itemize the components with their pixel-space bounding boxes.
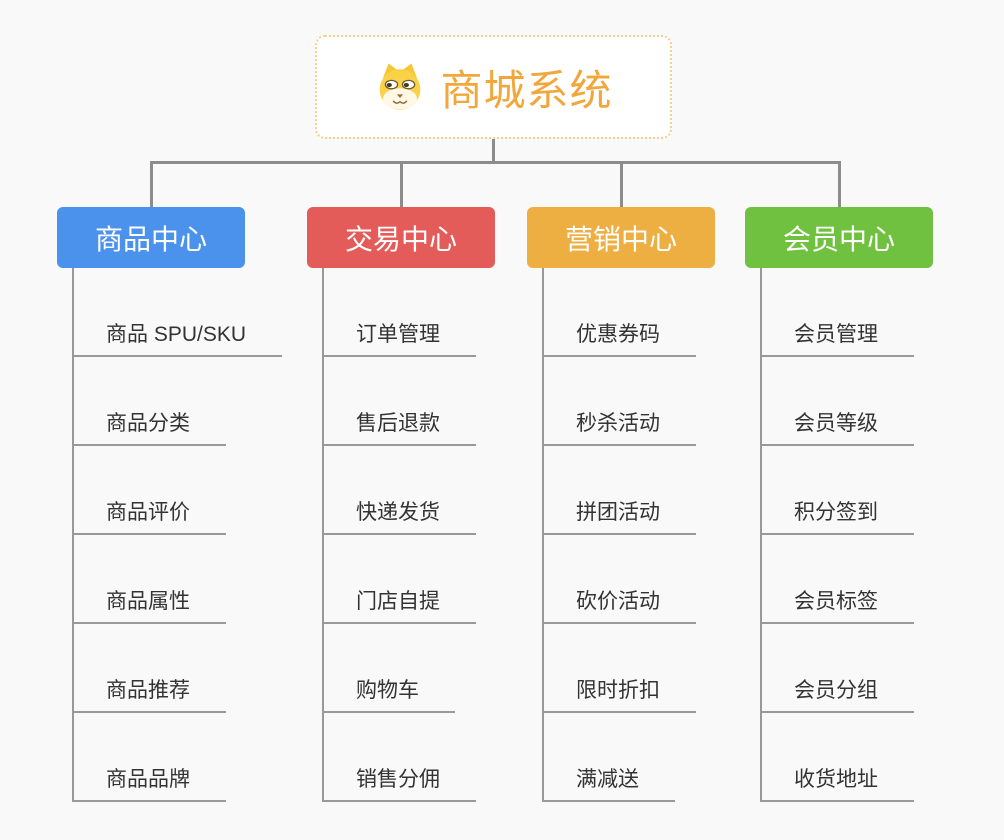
branch-header[interactable]: 商品中心 [57,207,245,268]
connector-branch-drop [399,161,403,208]
branch-header[interactable]: 交易中心 [307,207,495,268]
branch-header[interactable]: 营销中心 [527,207,715,268]
dog-face-icon [380,63,421,110]
leaf-node[interactable]: 会员管理 [760,321,914,357]
leaf-node[interactable]: 限时折扣 [542,677,696,713]
connector-root-stem [492,139,495,162]
leaf-node[interactable]: 订单管理 [322,321,476,357]
leaf-node[interactable]: 销售分佣 [322,766,476,802]
leaf-node[interactable]: 会员分组 [760,677,914,713]
connector-branch-trunk [72,268,74,802]
connector-branch-trunk [322,268,324,802]
leaf-node[interactable]: 门店自提 [322,588,476,624]
root-title: 商城系统 [440,66,613,114]
leaf-node[interactable]: 商品品牌 [72,766,226,802]
leaf-node[interactable]: 商品分类 [72,410,226,446]
leaf-node[interactable]: 售后退款 [322,410,476,446]
connector-branch-drop [619,161,623,208]
leaf-node[interactable]: 砍价活动 [542,588,696,624]
connector-bus [150,161,840,164]
connector-branch-trunk [542,268,544,802]
branch-header[interactable]: 会员中心 [745,207,933,268]
connector-branch-trunk [760,268,762,802]
leaf-node[interactable]: 商品 SPU/SKU [72,321,283,357]
leaf-node[interactable]: 会员等级 [760,410,914,446]
leaf-node[interactable]: 购物车 [322,677,455,713]
leaf-node[interactable]: 商品推荐 [72,677,226,713]
leaf-node[interactable]: 商品评价 [72,499,226,535]
leaf-node[interactable]: 秒杀活动 [542,410,696,446]
connector-branch-drop [837,161,841,208]
connector-branch-drop [149,161,153,208]
leaf-node[interactable]: 收货地址 [760,766,914,802]
leaf-node[interactable]: 优惠券码 [542,321,696,357]
leaf-node[interactable]: 会员标签 [760,588,914,624]
leaf-node[interactable]: 满减送 [542,766,675,802]
leaf-node[interactable]: 积分签到 [760,499,914,535]
leaf-node[interactable]: 商品属性 [72,588,226,624]
root-node[interactable]: 商城系统 [315,35,672,139]
leaf-node[interactable]: 快递发货 [322,499,476,535]
leaf-node[interactable]: 拼团活动 [542,499,696,535]
